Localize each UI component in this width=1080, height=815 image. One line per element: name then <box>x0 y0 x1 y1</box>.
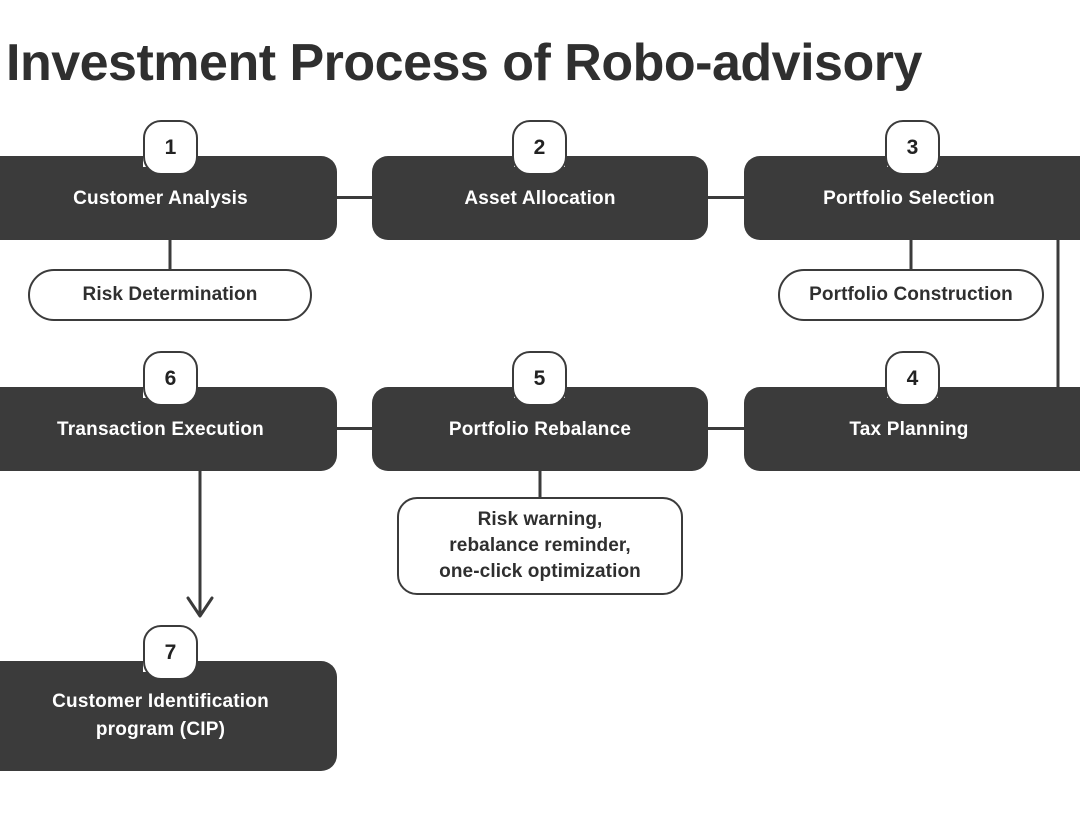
step-badge-7-number: 7 <box>164 640 177 664</box>
sub-label-risk-determination: Risk Determination <box>82 284 258 305</box>
sub-label-rebalance-features-line1: Risk warning, <box>477 509 603 530</box>
step-badge-1-number: 1 <box>164 135 177 159</box>
step-badge-3: 3 <box>885 120 940 175</box>
step-badge-5-number: 5 <box>533 366 546 390</box>
step-badge-1: 1 <box>143 120 198 175</box>
sub-box-portfolio-construction[interactable]: Portfolio Construction <box>778 269 1044 321</box>
stage-label-tax-planning: Tax Planning <box>849 418 969 440</box>
stage-label-customer-identification-program-line1: Customer Identification <box>52 691 269 712</box>
sub-label-portfolio-construction: Portfolio Construction <box>809 284 1013 305</box>
step-badge-4: 4 <box>885 351 940 406</box>
stage-label-asset-allocation: Asset Allocation <box>464 187 616 209</box>
sub-box-rebalance-features[interactable]: Risk warning, rebalance reminder, one-cl… <box>397 497 683 595</box>
step-badge-5: 5 <box>512 351 567 406</box>
stage-label-portfolio-selection: Portfolio Selection <box>823 187 995 209</box>
stage-label-customer-identification-program-line2: program (CIP) <box>95 719 226 740</box>
step-badge-7: 7 <box>143 625 198 680</box>
step-badge-2: 2 <box>512 120 567 175</box>
stage-label-portfolio-rebalance: Portfolio Rebalance <box>448 418 632 440</box>
stage-box-portfolio-selection[interactable]: Portfolio Selection <box>744 156 1080 240</box>
step-badge-3-number: 3 <box>906 135 919 159</box>
page-title: Investment Process of Robo-advisory <box>6 34 922 92</box>
stage-label-customer-analysis: Customer Analysis <box>73 187 248 209</box>
step-badge-2-number: 2 <box>533 135 546 159</box>
stage-label-transaction-execution: Transaction Execution <box>57 418 264 440</box>
arrowhead-step6-step7 <box>186 596 214 618</box>
step-badge-6: 6 <box>143 351 198 406</box>
sub-label-rebalance-features-line3: one-click optimization <box>439 561 641 582</box>
step-badge-4-number: 4 <box>906 366 919 390</box>
sub-label-rebalance-features-line2: rebalance reminder, <box>449 535 631 556</box>
step-badge-6-number: 6 <box>164 366 177 390</box>
sub-box-risk-determination[interactable]: Risk Determination <box>28 269 312 321</box>
